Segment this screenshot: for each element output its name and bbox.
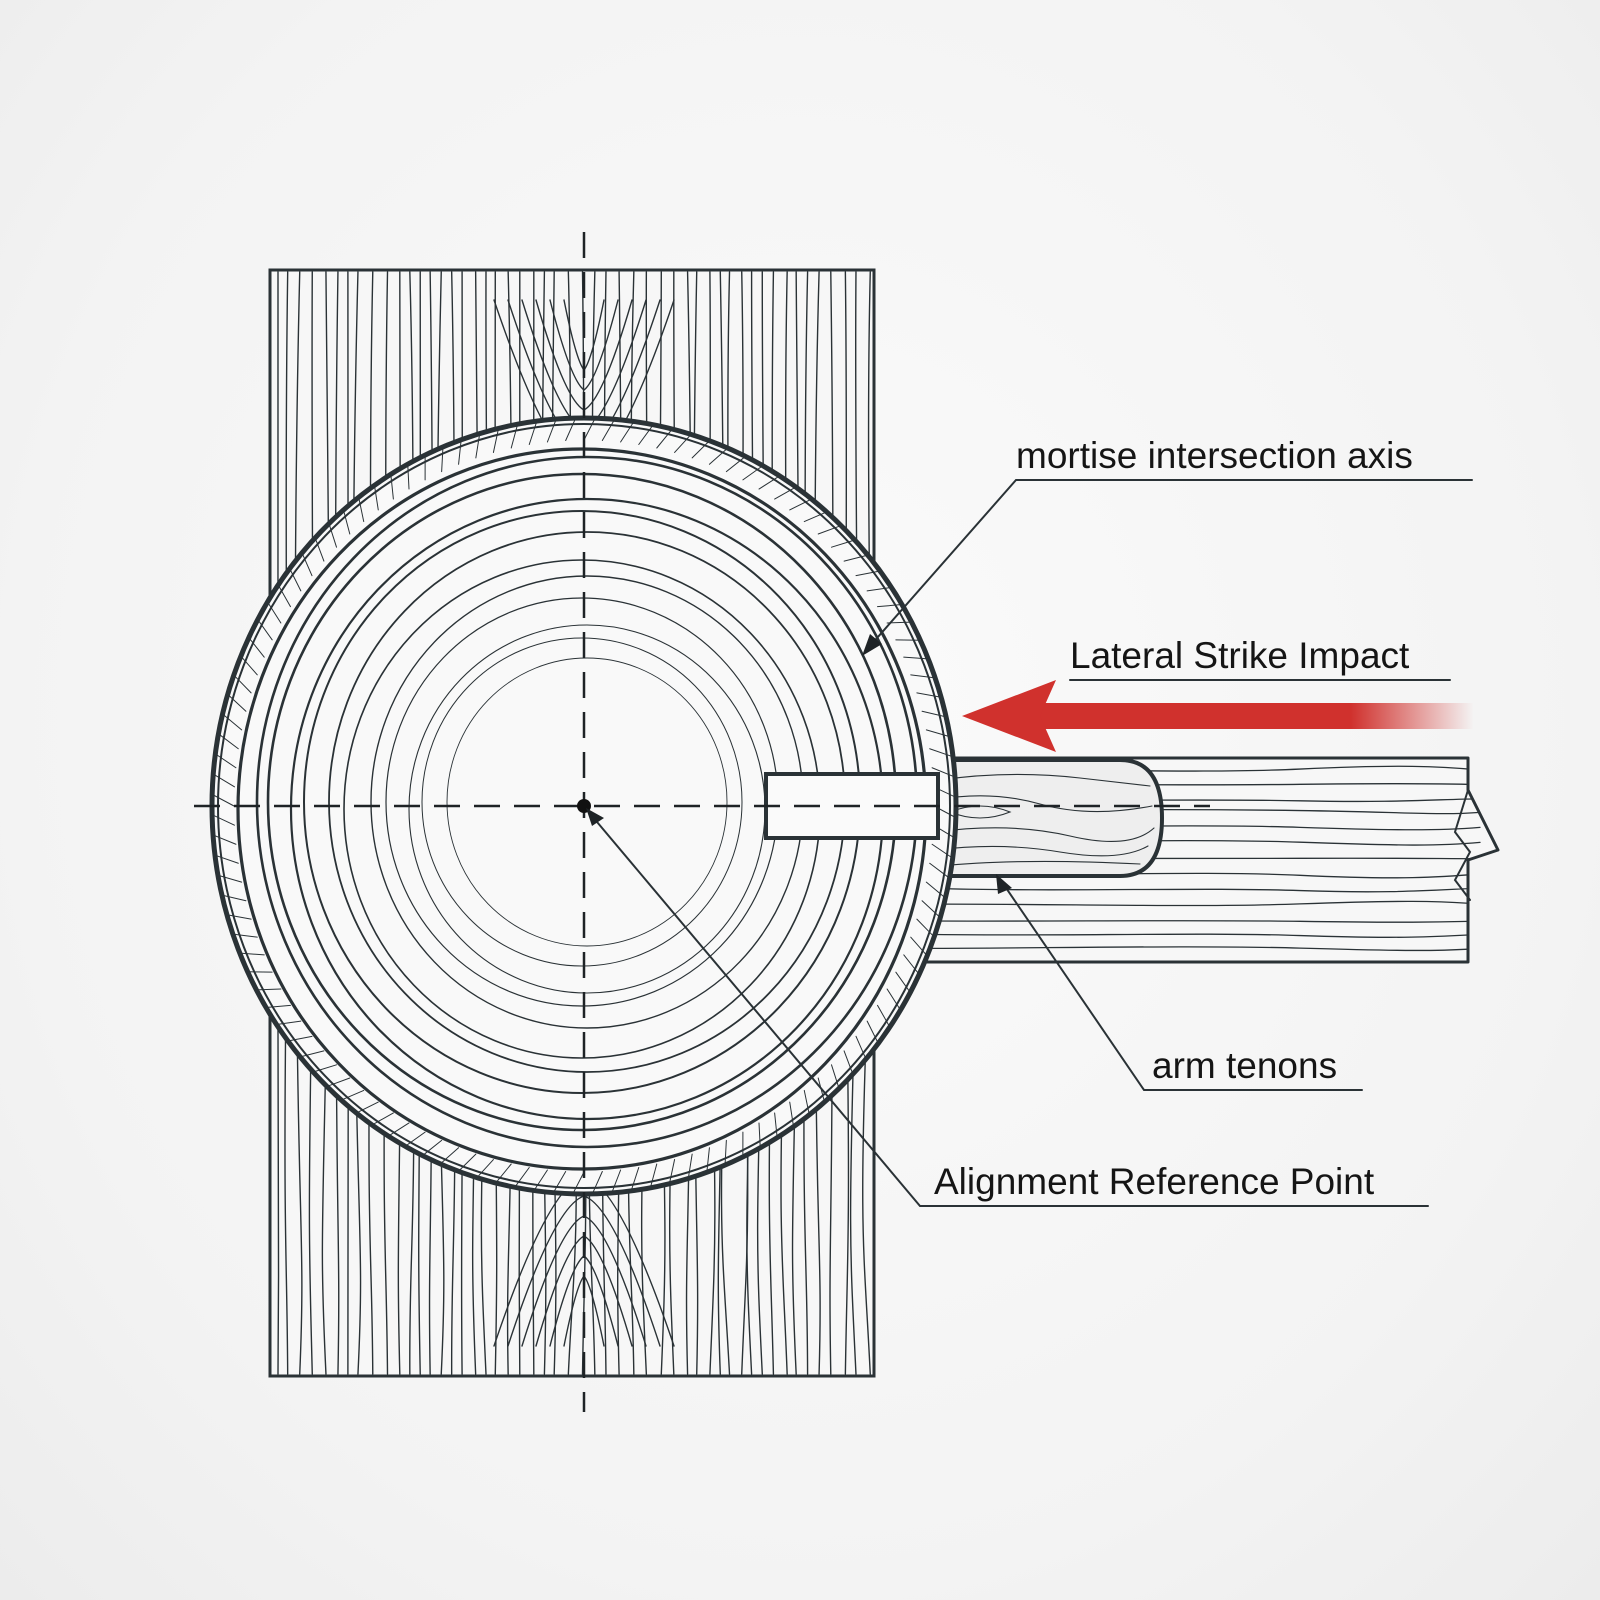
leader-arm-tenons <box>996 874 1363 1091</box>
label-alignment-reference-point: Alignment Reference Point <box>934 1161 1375 1202</box>
label-arm-tenons: arm tenons <box>1152 1045 1337 1086</box>
strike-arrow <box>962 680 1474 752</box>
arm-tenon <box>922 758 1165 878</box>
label-lateral-strike-impact: Lateral Strike Impact <box>1070 635 1410 676</box>
leader-mortise-axis <box>862 479 1473 656</box>
leader-alignment-point <box>586 808 1429 1207</box>
label-mortise-intersection-axis: mortise intersection axis <box>1016 435 1413 476</box>
